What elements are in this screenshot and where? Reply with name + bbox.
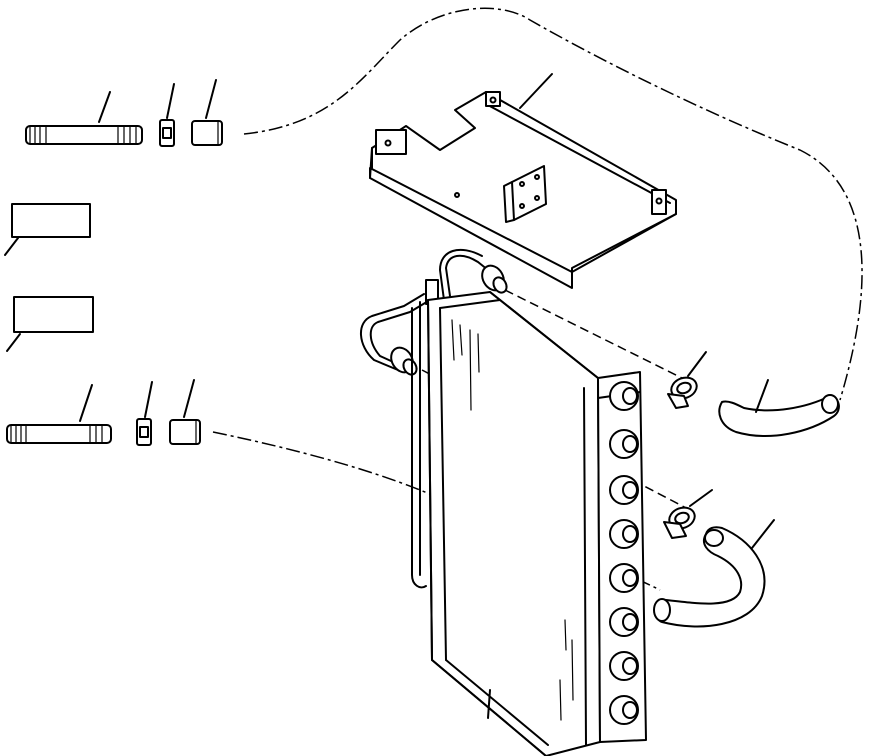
hose-clamp-lower-icon: [663, 489, 713, 539]
hose-lower-icon: [653, 519, 775, 628]
mounting-bracket-icon: [369, 73, 677, 289]
clip-lower-icon: [136, 381, 153, 446]
coil-ends: [609, 381, 639, 725]
label-plate-2-icon: [6, 296, 94, 352]
hose-fitting-upper-icon: [25, 91, 143, 145]
cap-upper-icon: [191, 79, 223, 146]
hose-fitting-lower-icon: [6, 384, 112, 444]
label-plate-1-icon: [4, 203, 91, 256]
clip-upper-icon: [159, 83, 175, 147]
hose-clamp-upper-icon: [667, 351, 707, 409]
hose-upper-icon: [718, 379, 840, 438]
cap-lower-icon: [169, 379, 201, 445]
heater-core-icon: [360, 248, 647, 756]
